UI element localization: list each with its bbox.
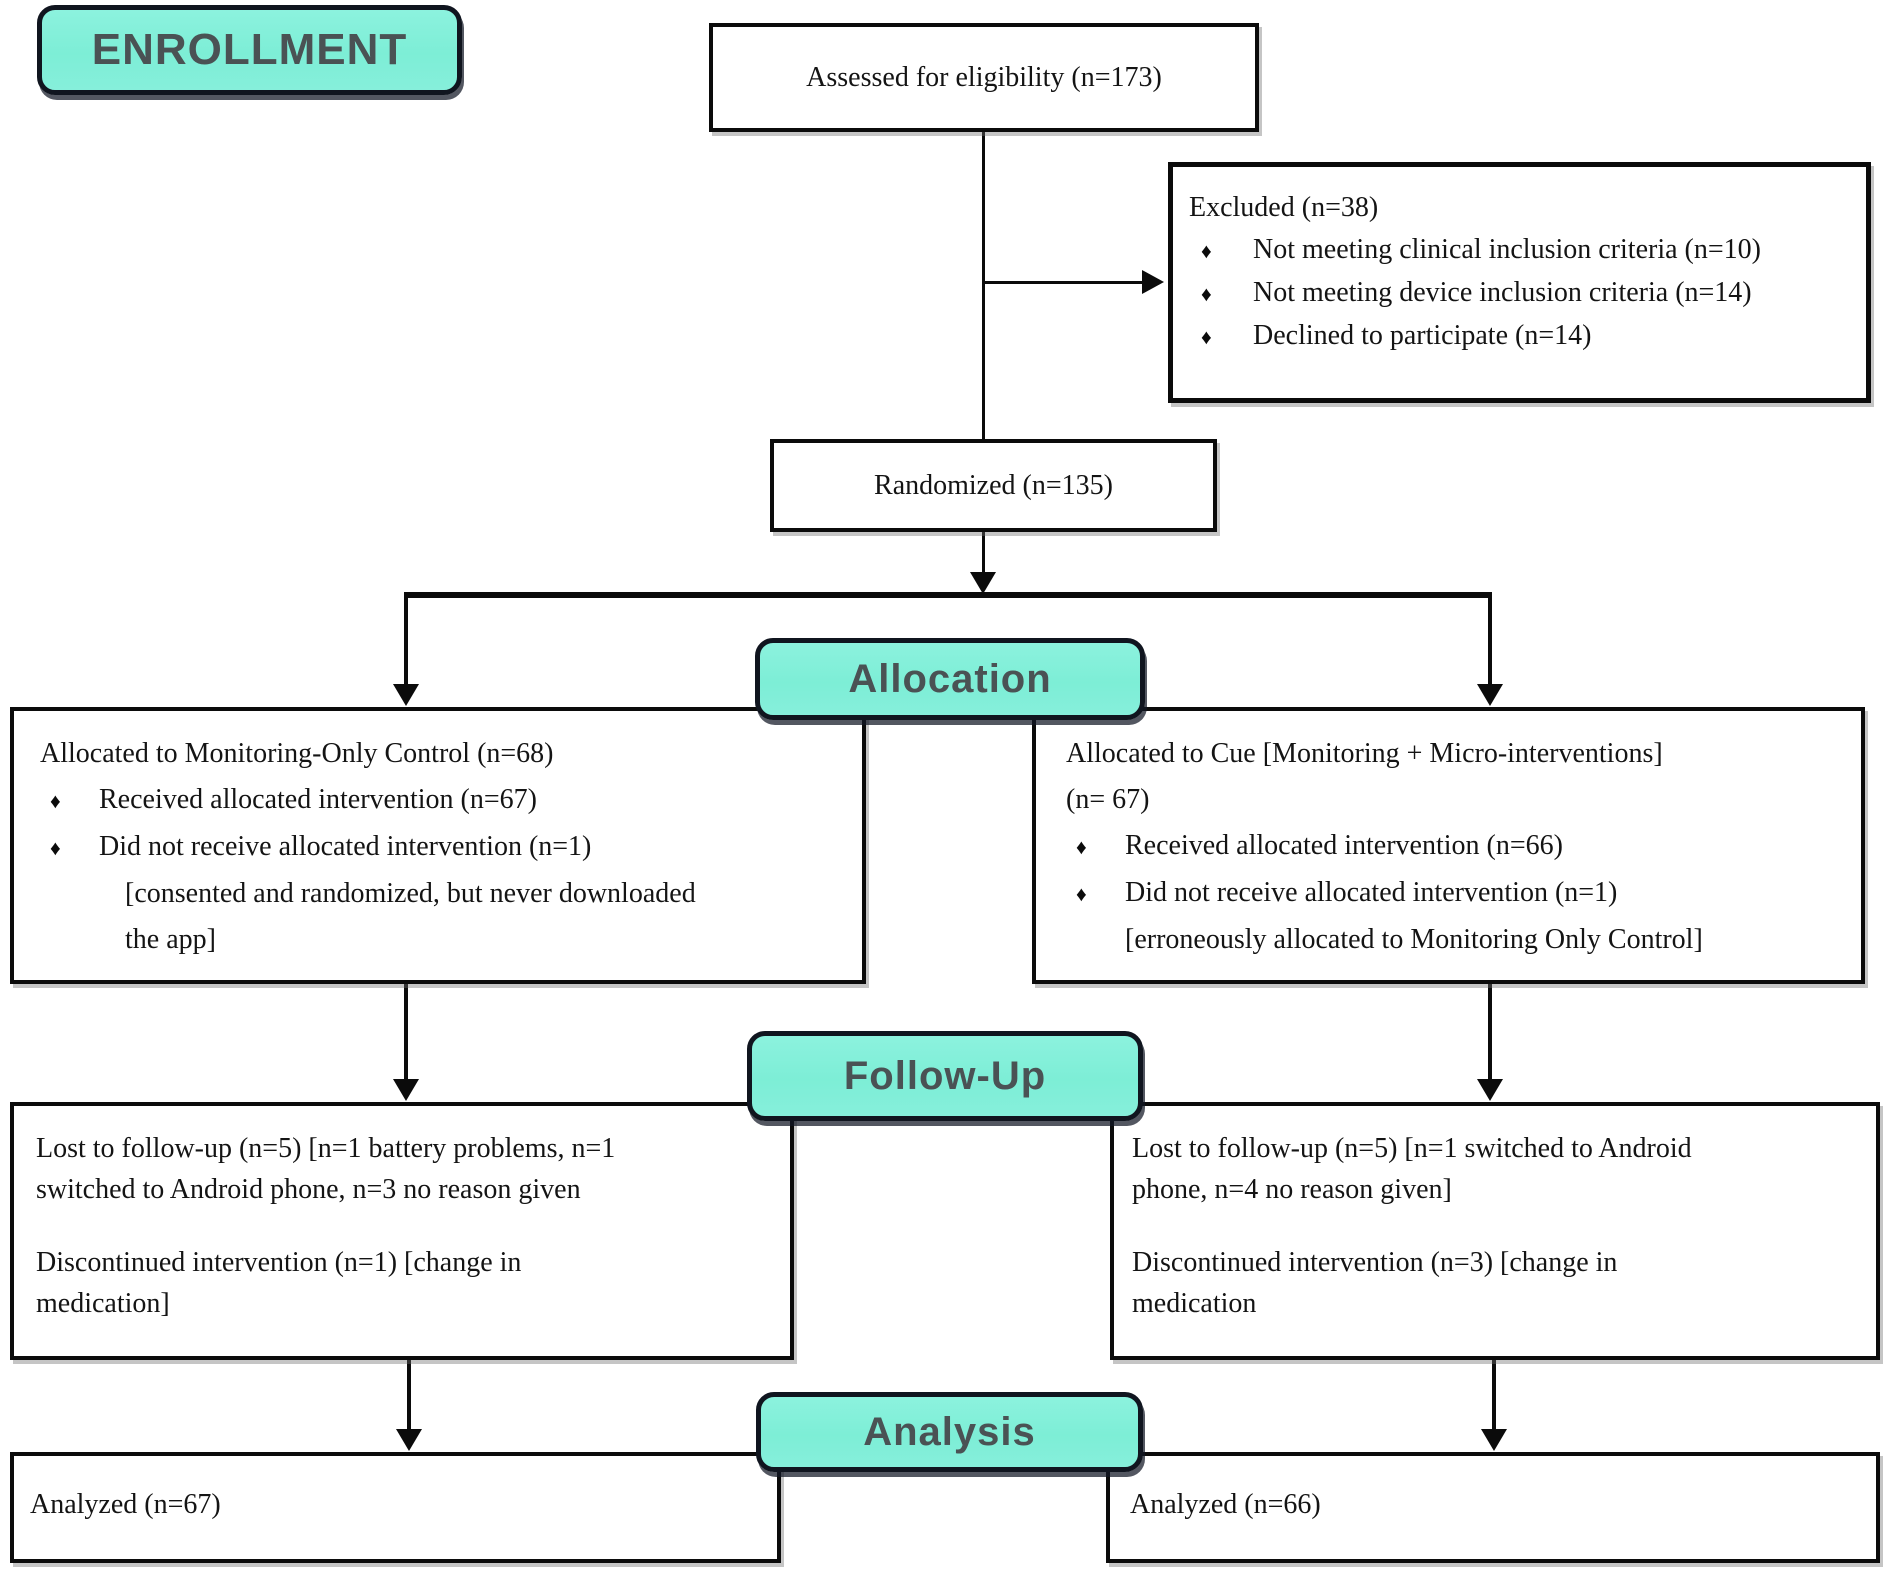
alloc-right-arrowhead-icon [1477, 684, 1503, 706]
analysis-left-arrowhead-icon [396, 1429, 422, 1451]
excluded-item: ♦ Not meeting device inclusion criteria … [1189, 272, 1856, 315]
box-followup-cue: Lost to follow-up (n=5) [n=1 switched to… [1110, 1102, 1880, 1360]
allocated-cue-title: Allocated to Cue [Monitoring + Micro-int… [1066, 738, 1663, 769]
box-assessed: Assessed for eligibility (n=173) [709, 23, 1259, 132]
randomized-text: Randomized (n=135) [874, 469, 1113, 501]
stage-badge-allocation: Allocation [755, 638, 1145, 720]
enrollment-label: ENROLLMENT [91, 25, 408, 74]
followup-control-line: Discontinued intervention (n=1) [change … [36, 1247, 522, 1278]
excluded-title: Excluded (n=38) [1189, 192, 1379, 223]
connector-followup-right-exit [1492, 1358, 1496, 1432]
stage-badge-analysis: Analysis [756, 1392, 1143, 1472]
allocated-cue-title-n: (n= 67) [1066, 784, 1150, 815]
analysis-control-text: Analyzed (n=67) [30, 1489, 221, 1520]
followup-control-line: Lost to follow-up (n=5) [n=1 battery pro… [36, 1133, 616, 1164]
box-analysis-control: Analyzed (n=67) [10, 1452, 781, 1563]
box-excluded: Excluded (n=38) ♦ Not meeting clinical i… [1168, 162, 1871, 403]
excluded-item: ♦ Not meeting clinical inclusion criteri… [1189, 229, 1856, 272]
box-allocated-control: Allocated to Monitoring-Only Control (n=… [10, 707, 866, 984]
connector-spine [982, 130, 985, 440]
box-randomized: Randomized (n=135) [770, 439, 1217, 532]
diamond-bullet-icon: ♦ [50, 836, 61, 860]
analysis-right-arrowhead-icon [1481, 1429, 1507, 1451]
analysis-label: Analysis [863, 1409, 1036, 1454]
allocated-control-item-text: Did not receive allocated intervention (… [99, 831, 592, 862]
allocated-cue-item-text: Received allocated intervention (n=66) [1125, 830, 1563, 861]
followup-left-arrowhead-icon [393, 1079, 419, 1101]
connector-alloc-right-exit [1488, 982, 1492, 1082]
allocated-cue-item: ♦ Received allocated intervention (n=66) [1066, 823, 1851, 870]
connector-excluded-branch [983, 281, 1143, 284]
followup-cue-line: medication [1132, 1288, 1257, 1319]
alloc-left-arrowhead-icon [393, 684, 419, 706]
excluded-item-text: Not meeting clinical inclusion criteria … [1253, 234, 1761, 265]
connector-randomized-exit [982, 530, 985, 575]
assessed-text: Assessed for eligibility (n=173) [806, 61, 1162, 93]
followup-control-line: switched to Android phone, n=3 no reason… [36, 1174, 581, 1205]
excluded-item-text: Declined to participate (n=14) [1253, 320, 1592, 351]
followup-right-arrowhead-icon [1477, 1079, 1503, 1101]
allocated-cue-item: ♦ Did not receive allocated intervention… [1066, 870, 1851, 917]
connector-followup-left-exit [407, 1358, 411, 1432]
allocated-control-item: ♦ Received allocated intervention (n=67) [40, 777, 852, 824]
allocation-label: Allocation [848, 656, 1052, 701]
excluded-arrowhead-icon [1142, 270, 1164, 294]
diamond-bullet-icon: ♦ [1076, 835, 1087, 859]
followup-cue-line: Lost to follow-up (n=5) [n=1 switched to… [1132, 1133, 1692, 1164]
allocated-cue-note: [erroneously allocated to Monitoring Onl… [1125, 924, 1703, 955]
excluded-item: ♦ Declined to participate (n=14) [1189, 315, 1856, 358]
paragraph-gap [1132, 1210, 1862, 1242]
allocated-cue-item-text: Did not receive allocated intervention (… [1125, 877, 1618, 908]
box-allocated-cue: Allocated to Cue [Monitoring + Micro-int… [1032, 707, 1865, 984]
analysis-cue-text: Analyzed (n=66) [1130, 1489, 1321, 1520]
diamond-bullet-icon: ♦ [50, 789, 61, 813]
allocated-control-title: Allocated to Monitoring-Only Control (n=… [40, 738, 554, 769]
followup-control-line: medication] [36, 1288, 170, 1319]
diamond-bullet-icon: ♦ [1201, 282, 1212, 306]
followup-cue-line: Discontinued intervention (n=3) [change … [1132, 1247, 1618, 1278]
connector-alloc-left-exit [404, 982, 408, 1082]
excluded-item-text: Not meeting device inclusion criteria (n… [1253, 277, 1752, 308]
box-followup-control: Lost to follow-up (n=5) [n=1 battery pro… [10, 1102, 794, 1360]
allocated-control-item: ♦ Did not receive allocated intervention… [40, 824, 852, 871]
allocated-control-note: the app] [125, 924, 216, 955]
allocated-control-item-text: Received allocated intervention (n=67) [99, 784, 537, 815]
paragraph-gap [36, 1210, 776, 1242]
followup-label: Follow-Up [843, 1053, 1047, 1098]
stage-badge-followup: Follow-Up [747, 1031, 1143, 1121]
followup-cue-line: phone, n=4 no reason given] [1132, 1174, 1452, 1205]
diamond-bullet-icon: ♦ [1201, 239, 1212, 263]
connector-drop-left [404, 594, 408, 688]
diamond-bullet-icon: ♦ [1076, 882, 1087, 906]
randomized-arrowhead-icon [970, 572, 996, 594]
connector-drop-right [1488, 594, 1492, 688]
stage-badge-enrollment: ENROLLMENT [37, 5, 462, 95]
box-analysis-cue: Analyzed (n=66) [1106, 1452, 1880, 1563]
allocated-control-note: [consented and randomized, but never dow… [125, 878, 696, 909]
connector-split [404, 592, 1492, 598]
diamond-bullet-icon: ♦ [1201, 325, 1212, 349]
